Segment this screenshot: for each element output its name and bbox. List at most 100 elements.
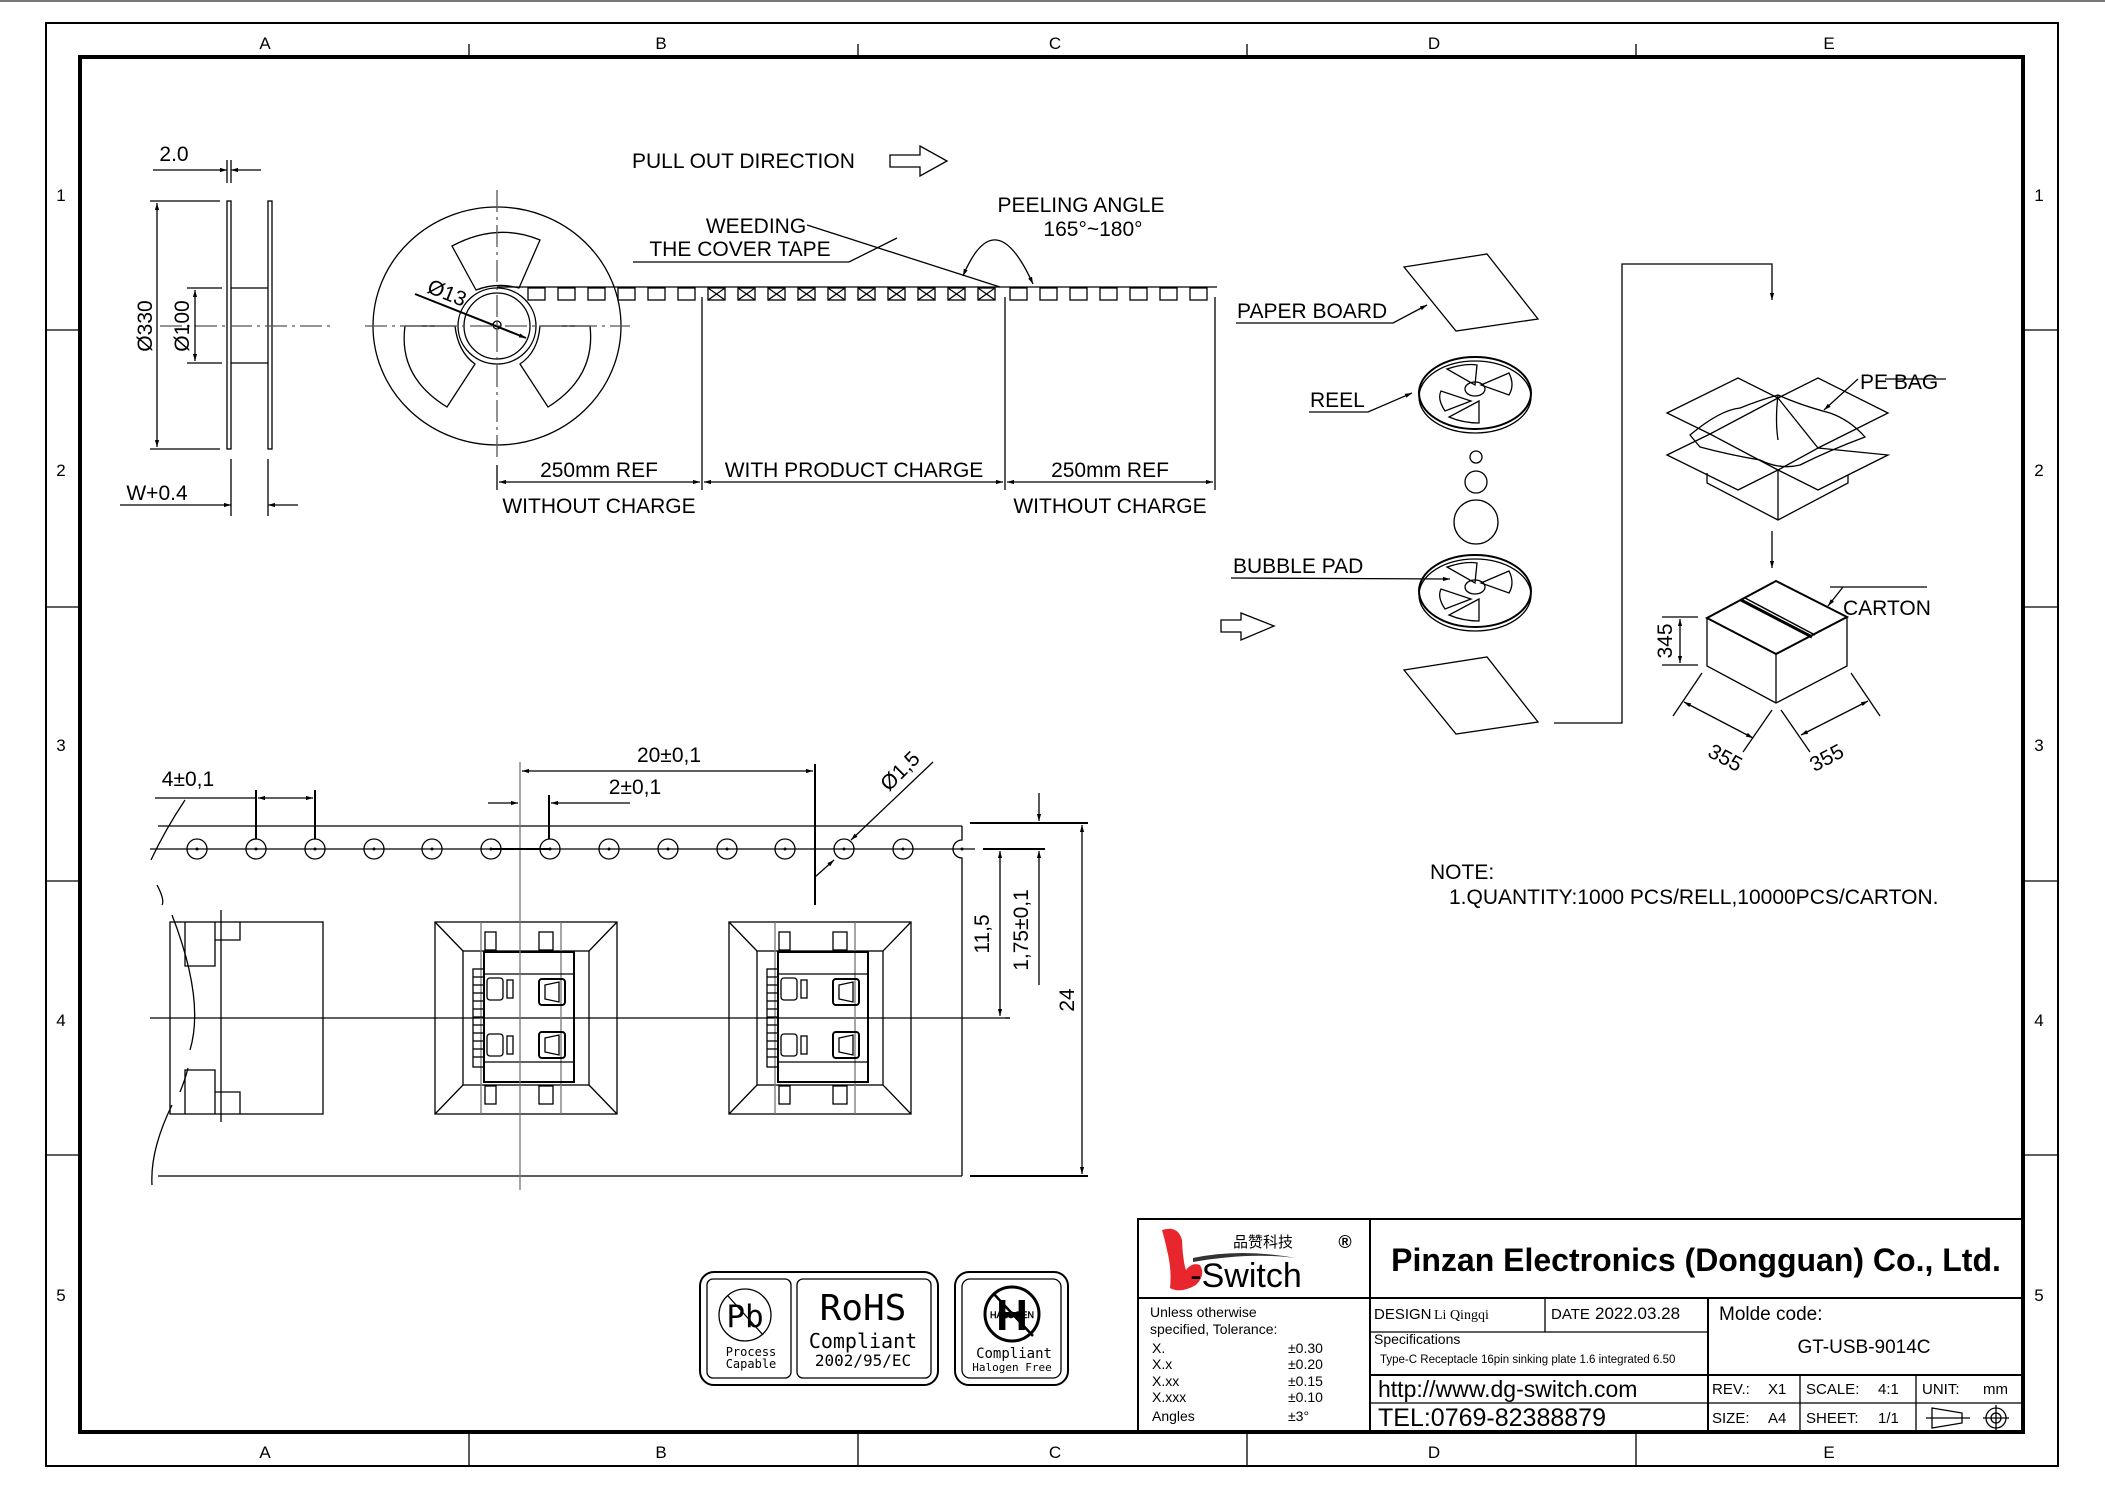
dim-sprocket-pitch: 4±0,1 [162, 768, 214, 791]
tolerance-label: Angles [1152, 1408, 1195, 1424]
dim-reel-outer-diameter: Ø330 [134, 300, 157, 351]
tolerance-header-line2: specified, Tolerance: [1150, 1321, 1277, 1337]
sheet-label: SHEET: [1806, 1410, 1859, 1427]
mold-code: GT-USB-9014C [1797, 1337, 1930, 1358]
tape-strip [496, 144, 1217, 490]
company-logo: 品赞科技 -Switch ® [1162, 1228, 1352, 1295]
drawing-frame [45, 22, 2059, 1467]
company-website: http://www.dg-switch.com [1378, 1376, 1637, 1402]
dim-flange-thickness: 2.0 [159, 143, 188, 166]
halogen-compliant: Compliant [976, 1346, 1052, 1362]
label-carton: CARTON [1843, 597, 1931, 620]
row-label-right: 2 [2034, 461, 2043, 480]
company-name: Pinzan Electronics (Dongguan) Co., Ltd. [1391, 1242, 2001, 1278]
first-angle-projection-icon [1926, 1405, 2009, 1431]
dim-trailer-length: 250mm REF [1051, 459, 1169, 482]
carrier-tape-detail [150, 761, 1088, 1190]
scale-value: 4:1 [1878, 1381, 1899, 1398]
tolerance-label: X. [1152, 1340, 1165, 1356]
rohs-compliant: Compliant [809, 1329, 917, 1353]
dim-sprocket-edge-offset: 1,75±0,1 [1010, 889, 1033, 971]
col-label-top: A [259, 34, 271, 53]
tolerance-value: ±0.20 [1288, 1356, 1323, 1372]
col-label-bottom: E [1823, 1443, 1834, 1462]
dim-pocket-center-offset: 11,5 [971, 914, 994, 953]
rohs-directive: 2002/95/EC [815, 1351, 911, 1370]
halogen-symbol: H [996, 1291, 1028, 1340]
tolerance-value: ±0.15 [1288, 1373, 1323, 1389]
note-item: 1.QUANTITY:1000 PCS/RELL,10000PCS/CARTON… [1449, 886, 1938, 909]
tolerance-value: ±0.10 [1288, 1389, 1323, 1405]
row-label-right: 1 [2034, 186, 2043, 205]
size-value: A4 [1768, 1410, 1786, 1427]
label-reel: REEL [1310, 389, 1365, 412]
rohs-badge: Pb Process Capable RoHS Compliant 2002/9… [699, 1271, 939, 1386]
label-paper-board: PAPER BOARD [1237, 300, 1387, 323]
row-label-left: 2 [56, 461, 65, 480]
label-leader-without-charge: WITHOUT CHARGE [502, 495, 695, 518]
rev-label: REV.: [1712, 1381, 1750, 1398]
halogen-free-badge: H HALOGEN Compliant Halogen Free [954, 1271, 1069, 1386]
dim-carton-height: 345 [1654, 623, 1677, 658]
tolerance-header-line1: Unless otherwise [1150, 1304, 1257, 1320]
row-label-right: 4 [2034, 1011, 2043, 1030]
unit-label: UNIT: [1922, 1381, 1960, 1398]
col-label-top: B [655, 34, 666, 53]
designer-name: Li Qingqi [1434, 1308, 1489, 1323]
logo-mark-icon [1162, 1228, 1203, 1291]
registered-mark: ® [1338, 1232, 1351, 1252]
title-block [1137, 1218, 2024, 1433]
mold-code-label: Molde code: [1719, 1304, 1823, 1325]
design-label: DESIGN [1374, 1306, 1432, 1323]
scale-label: SCALE: [1806, 1381, 1859, 1398]
sheet-value: 1/1 [1878, 1410, 1899, 1427]
label-cover-tape: THE COVER TAPE [649, 238, 830, 261]
frame-grid-labels: A B C D E A B C D E 1 2 3 4 5 1 2 3 4 5 [56, 34, 2043, 1462]
row-label-left: 3 [56, 736, 65, 755]
col-label-bottom: D [1428, 1443, 1440, 1462]
dim-sprocket-hole-diameter: Ø1,5 [876, 747, 924, 795]
row-label-left: 1 [56, 186, 65, 205]
label-bubble-pad: BUBBLE PAD [1233, 555, 1363, 578]
no-lead-icon [718, 1288, 772, 1342]
label-pe-bag: PE BAG [1860, 371, 1938, 394]
dim-pocket-offset: 2±0,1 [609, 776, 661, 799]
row-label-left: 4 [56, 1011, 65, 1030]
note-title: NOTE: [1430, 861, 1494, 884]
tolerance-value: ±0.30 [1288, 1340, 1323, 1356]
date-label: DATE [1551, 1306, 1590, 1323]
dim-hub-diameter: Ø100 [171, 300, 194, 351]
dim-tape-width: 24 [1056, 988, 1079, 1012]
row-label-right: 3 [2034, 736, 2043, 755]
label-weeding: WEEDING [706, 215, 806, 238]
label-trailer-without-charge: WITHOUT CHARGE [1013, 495, 1206, 518]
tolerance-label: X.xx [1152, 1373, 1179, 1389]
dim-carton-length: 355 [1704, 740, 1746, 777]
row-label-left: 5 [56, 1286, 65, 1305]
reel-front-view [365, 190, 630, 460]
dim-reel-width: W+0.4 [126, 482, 188, 505]
specifications-value: Type-C Receptacle 16pin sinking plate 1.… [1380, 1354, 1675, 1366]
logo-chinese-name: 品赞科技 [1233, 1234, 1293, 1251]
col-label-bottom: B [655, 1443, 666, 1462]
tolerance-label: X.xxx [1152, 1389, 1186, 1405]
pb-symbol: Pb [726, 1299, 763, 1335]
dim-carton-width: 355 [1806, 740, 1848, 777]
tolerance-value: ±3° [1288, 1408, 1309, 1424]
dim-pocket-pitch: 20±0,1 [637, 744, 701, 767]
label-peeling-angle: PEELING ANGLE [998, 194, 1165, 217]
no-halogen-icon [983, 1285, 1041, 1343]
col-label-top: D [1428, 34, 1440, 53]
label-product-section: WITH PRODUCT CHARGE [725, 459, 984, 482]
row-label-right: 5 [2034, 1286, 2043, 1305]
specifications-label: Specifications [1374, 1331, 1460, 1347]
pb-process: Process [726, 1345, 777, 1359]
col-label-top: C [1049, 34, 1061, 53]
company-phone: TEL:0769-82388879 [1378, 1404, 1606, 1432]
size-label: SIZE: [1712, 1410, 1750, 1427]
col-label-top: E [1823, 34, 1834, 53]
rev-value: X1 [1768, 1381, 1786, 1398]
rohs-title: RoHS [820, 1288, 907, 1329]
reel-side-view [120, 160, 330, 516]
